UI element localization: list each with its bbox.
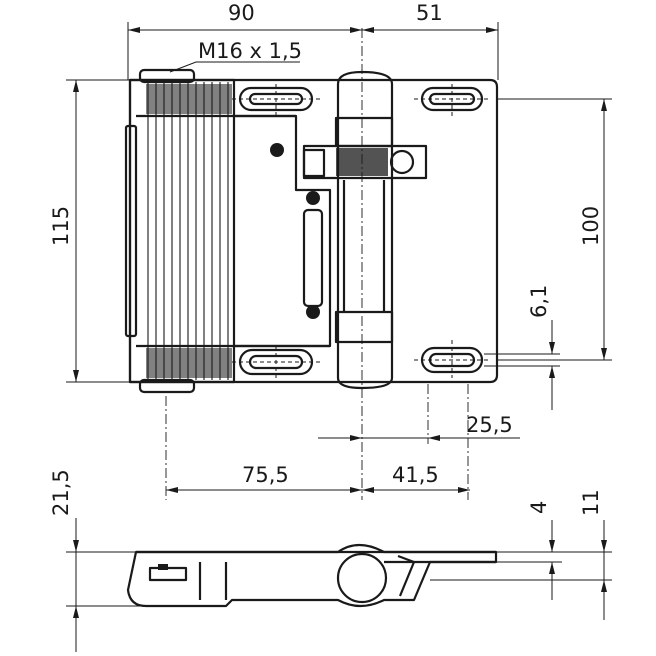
adjust-bolt-head	[389, 149, 415, 175]
thread-stub-bottom	[138, 378, 196, 394]
edge-bar	[124, 124, 138, 338]
screw-3	[306, 305, 320, 319]
cooling-fins	[136, 82, 330, 380]
side-view	[126, 543, 498, 608]
plate-outline	[128, 78, 499, 384]
dim-51: 51	[416, 1, 443, 25]
dim-thread: M16 x 1,5	[198, 39, 302, 63]
hinge-collar-top	[334, 116, 394, 148]
center-lines	[165, 28, 490, 500]
hinge-collar-bottom	[334, 310, 394, 344]
adjust-bolt-tab	[302, 148, 326, 178]
dim-6-1: 6,1	[527, 285, 551, 318]
dim-41-5: 41,5	[392, 463, 439, 487]
dim-25-5: 25,5	[466, 413, 513, 437]
dim-115: 115	[49, 206, 73, 246]
dim-90: 90	[228, 1, 255, 25]
side-dimension-lines	[66, 518, 612, 652]
thread-stub-top	[138, 68, 196, 84]
window	[302, 208, 324, 308]
side-body	[126, 543, 498, 608]
hinge-knuckle	[336, 70, 394, 390]
side-knuckle	[336, 552, 388, 604]
screw-1	[270, 143, 284, 157]
dim-100: 100	[579, 206, 603, 246]
dim-75-5: 75,5	[242, 463, 289, 487]
dim-11: 11	[579, 489, 603, 516]
housing-block	[128, 78, 236, 384]
inner-plate	[234, 114, 332, 348]
dimension-lines	[66, 22, 612, 493]
dim-21-5: 21,5	[49, 469, 73, 516]
dim-4: 4	[527, 501, 551, 514]
side-plug-head	[158, 564, 168, 570]
top-view	[124, 68, 499, 394]
screw-2	[306, 191, 320, 205]
